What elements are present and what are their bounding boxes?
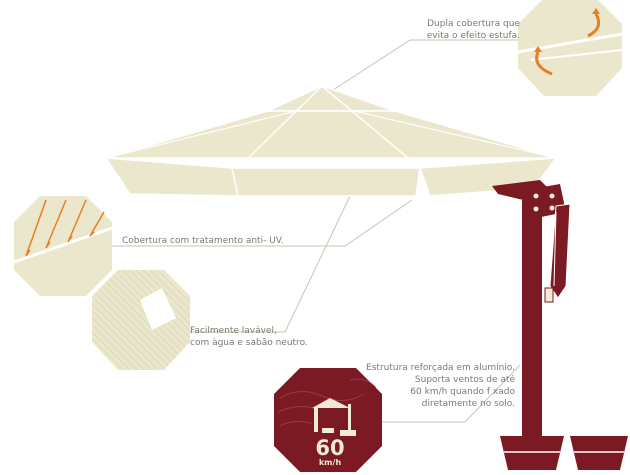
callout-line-structure <box>368 364 521 423</box>
callout-structure-line-2: Suporta ventos de até <box>414 375 515 385</box>
uv-ray-detail-icon <box>13 196 113 296</box>
callout-washable-line-2: com àgua e sabão neutro. <box>190 338 308 348</box>
callout-washable: Facilmente lavável, com àgua e sabão neu… <box>190 325 308 349</box>
callout-line-double-cover <box>329 39 518 93</box>
callout-uv-cover: Cobertura com tratamento anti- UV. <box>122 236 284 246</box>
canopy-panel-left <box>105 157 239 197</box>
callout-lines <box>70 39 521 423</box>
callout-structure-line-4: diretamente no solo. <box>421 399 515 409</box>
callout-structure-line-3: 60 km/h quando f xado <box>410 387 515 397</box>
wind-speed-unit: km/h <box>318 458 342 467</box>
callout-double-cover: Dupla cobertura que evita o efeito estuf… <box>420 18 520 42</box>
fabric-detail-icon <box>92 270 190 370</box>
umbrella-structure <box>492 180 628 470</box>
double-cover-detail-icon <box>517 0 623 96</box>
callout-washable-line-1: Facilmente lavável, <box>190 326 277 336</box>
callout-structure: Estrutura reforçada em alumínio. Suporta… <box>340 362 515 410</box>
canopy-upper <box>105 110 557 159</box>
callout-double-cover-line-1: Dupla cobertura que <box>427 19 520 29</box>
umbrella-icon <box>312 398 356 436</box>
canopy <box>105 85 557 197</box>
base-planter-right <box>570 436 628 470</box>
callout-double-cover-line-2: evita o efeito estufa. <box>426 31 520 41</box>
canopy-panel-center <box>231 167 421 197</box>
wind-speed-value: 60 <box>315 436 345 460</box>
wind-resistance-icon <box>274 368 382 472</box>
base-planter-left <box>500 436 564 470</box>
callout-line-wash <box>160 195 351 333</box>
callout-line-uv <box>70 199 413 247</box>
callout-structure-line-1: Estrutura reforçada em alumínio. <box>366 363 515 373</box>
tilt-crank <box>549 203 571 299</box>
canopy-top-vent <box>267 85 396 112</box>
pole <box>522 200 542 438</box>
